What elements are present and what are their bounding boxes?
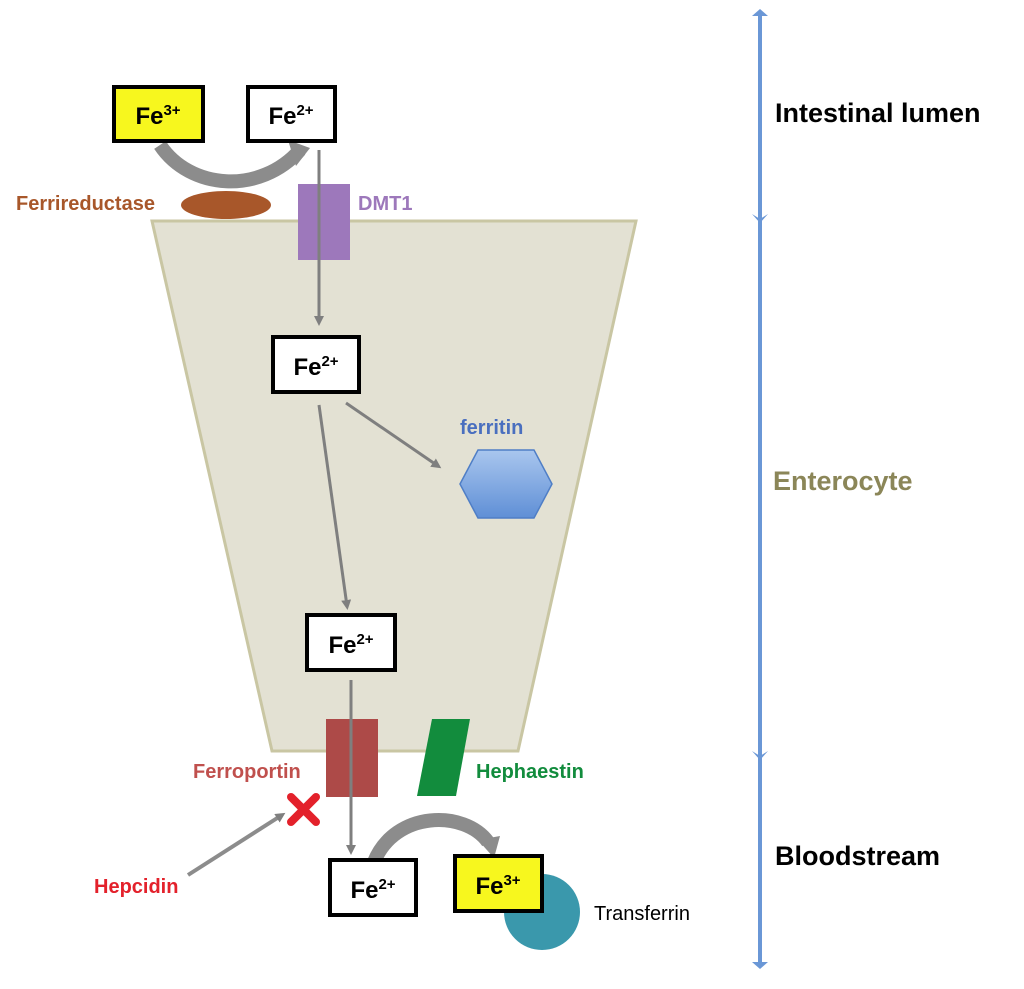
region-label-bloodstream: Bloodstream	[775, 841, 940, 871]
ferritin-hexagon	[459, 449, 553, 519]
axis-divider-2	[752, 751, 768, 760]
svg-text:Fe2+: Fe2+	[293, 353, 338, 381]
reduction-curved-arrow	[154, 140, 306, 189]
svg-text:Fe2+: Fe2+	[350, 876, 395, 904]
arrow-hepcidin	[186, 812, 286, 877]
region-label-enterocyte: Enterocyte	[773, 466, 913, 496]
axis-top-cap	[752, 9, 768, 16]
ferroportin-label: Ferroportin	[193, 761, 301, 783]
hephaestin-shape	[417, 719, 470, 796]
hepcidin-label: Hepcidin	[94, 876, 178, 898]
ferritin-label: ferritin	[460, 417, 523, 439]
fe2-box-basolateral: Fe2+	[305, 613, 397, 672]
transferrin-label: Transferrin	[594, 903, 690, 925]
region-label-lumen: Intestinal lumen	[775, 98, 981, 128]
svg-text:Fe3+: Fe3+	[135, 102, 180, 130]
hephaestin-label: Hephaestin	[476, 761, 584, 783]
fe2-box-blood: Fe2+	[328, 858, 418, 917]
ferrireductase-label: Ferrireductase	[16, 193, 155, 215]
dmt1-shape	[298, 184, 350, 260]
axis-bottom-cap	[752, 962, 768, 969]
oxidation-arrow-head	[478, 836, 500, 858]
fe3-box-lumen: Fe3+	[112, 85, 205, 143]
oxidation-curved-arrow	[367, 813, 494, 866]
svg-text:Fe2+: Fe2+	[328, 631, 373, 659]
fe3-box-blood: Fe3+	[453, 854, 544, 913]
block-x-icon	[287, 793, 320, 826]
arrow-cell-to-basolateral	[317, 404, 352, 610]
fe2-box-cytoplasm: Fe2+	[271, 335, 361, 394]
arrow-to-ferritin	[345, 401, 442, 469]
dmt1-label: DMT1	[358, 193, 412, 215]
svg-text:Fe2+: Fe2+	[268, 102, 313, 130]
axis-divider-1	[752, 214, 768, 223]
region-axis	[752, 9, 768, 969]
ferrireductase-shape	[181, 191, 271, 219]
fe2-box-lumen: Fe2+	[246, 85, 337, 143]
reduction-arrow-head	[288, 140, 310, 166]
svg-text:Fe3+: Fe3+	[475, 872, 520, 900]
